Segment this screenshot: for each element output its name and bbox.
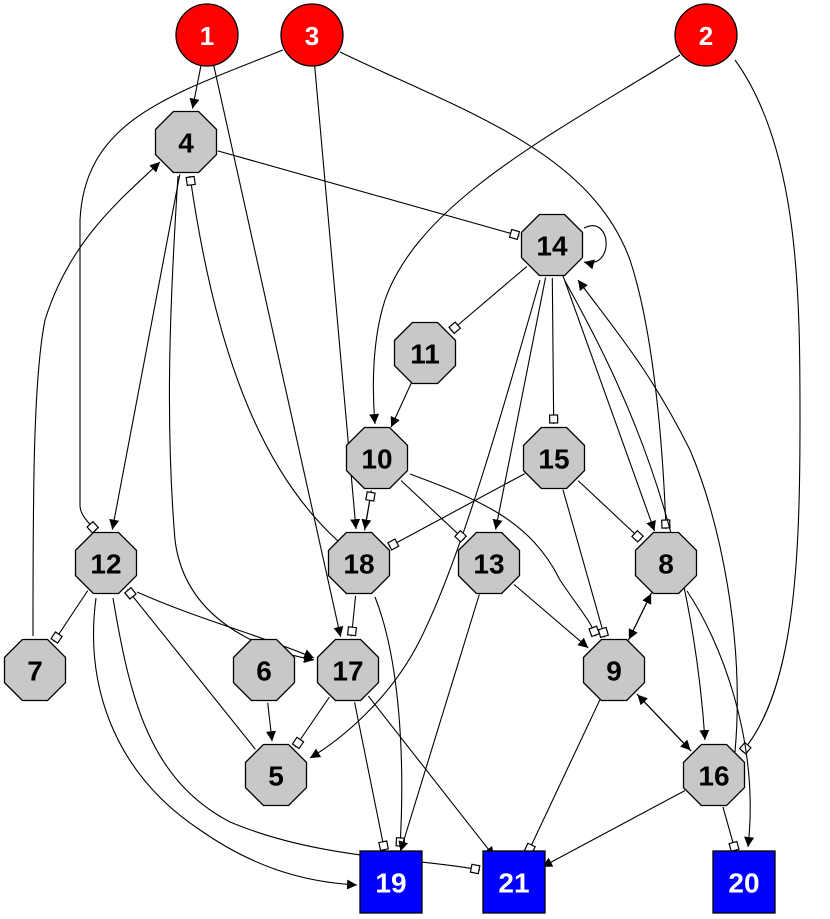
edge-16-to-21: [541, 790, 686, 868]
edge-4-to-17: [168, 175, 315, 664]
gene-node-octagon: [634, 531, 698, 595]
edge-15-to-8: [577, 480, 645, 543]
edge-14-to-11: [448, 265, 528, 335]
edge-3-to-12: [79, 49, 284, 534]
output-node-square: [482, 850, 546, 914]
edge-14-to-16: [564, 280, 710, 741]
edge-12-to-7: [50, 590, 89, 644]
gene-node-octagon: [244, 743, 308, 807]
edge-18-to-17: [346, 595, 358, 637]
input-node-circle: [175, 3, 239, 67]
gene-node-octagon: [345, 426, 409, 490]
node-10: 10: [345, 426, 409, 490]
node-4: 4: [154, 110, 218, 174]
edge-16-to-20: [722, 806, 740, 853]
output-node-square: [712, 850, 776, 914]
edge-4-to-14: [217, 150, 521, 241]
gene-node-octagon: [682, 743, 746, 807]
edge-17-to-21: [367, 695, 495, 858]
edge-13-to-9: [513, 584, 589, 649]
edge-15-to-18: [387, 473, 526, 551]
edge-14-to-8: [562, 275, 656, 532]
edge-10-to-9: [409, 473, 601, 638]
edge-14-to-5: [309, 279, 541, 759]
node-8: 8: [634, 531, 698, 595]
edge-17-to-19: [354, 702, 390, 852]
node-11: 11: [393, 321, 457, 385]
node-17: 17: [316, 638, 380, 702]
gene-node-octagon: [3, 638, 67, 702]
edge-14-to-13: [492, 277, 547, 530]
gene-node-octagon: [327, 531, 391, 595]
node-15: 15: [522, 426, 586, 490]
edge-5-to-12: [123, 586, 256, 750]
gene-node-octagon: [232, 638, 296, 702]
gene-node-octagon: [457, 531, 521, 595]
input-node-circle: [280, 3, 344, 67]
gene-node-octagon: [393, 321, 457, 385]
edge-18-to-4: [185, 175, 339, 542]
node-1: 1: [175, 3, 239, 67]
gene-node-octagon: [316, 638, 380, 702]
edge-12-to-17: [136, 591, 315, 659]
edge-13-to-19: [398, 594, 480, 852]
node-7: 7: [3, 638, 67, 702]
edge-14-to-15: [549, 277, 559, 425]
node-20: 20: [712, 850, 776, 914]
node-2: 2: [674, 3, 738, 67]
node-6: 6: [232, 638, 296, 702]
node-9: 9: [582, 638, 646, 702]
edge-3-to-8: [339, 51, 671, 530]
edge-15-to-9: [562, 489, 610, 639]
node-3: 3: [280, 3, 344, 67]
edge-layer: [32, 49, 801, 890]
edge-1-to-17: [213, 65, 344, 637]
edge-17-to-5: [291, 696, 330, 750]
gene-node-octagon: [520, 213, 584, 277]
edge-11-to-10: [390, 382, 412, 428]
edge-2-to-10: [369, 54, 681, 425]
edge-6-to-5: [265, 702, 276, 742]
edge-18-to-10: [364, 491, 376, 531]
node-13: 13: [457, 531, 521, 595]
edge-12-to-21: [112, 597, 481, 875]
input-node-circle: [674, 3, 738, 67]
edge-7-to-4: [32, 161, 161, 637]
edge-16-to-9: [637, 694, 692, 752]
node-18: 18: [327, 531, 391, 595]
gene-node-octagon: [74, 531, 138, 595]
edge-1-to-4: [189, 65, 202, 109]
edge-8-to-20: [686, 590, 755, 848]
node-14: 14: [520, 213, 584, 277]
node-19: 19: [359, 850, 423, 914]
gene-node-octagon: [154, 110, 218, 174]
edge-2-to-16: [734, 59, 801, 755]
node-12: 12: [74, 531, 138, 595]
edge-14-to-14: [583, 225, 607, 270]
gene-node-octagon: [522, 426, 586, 490]
edge-12-to-19: [93, 597, 358, 890]
edge-10-to-13: [400, 480, 468, 543]
edge-9-to-21: [523, 699, 601, 855]
edge-16-to-14: [577, 279, 738, 753]
node-16: 16: [682, 743, 746, 807]
node-5: 5: [244, 743, 308, 807]
edge-9-to-8: [627, 593, 652, 641]
edge-18-to-19: [374, 596, 406, 848]
node-21: 21: [482, 850, 546, 914]
output-node-square: [359, 850, 423, 914]
gene-node-octagon: [582, 638, 646, 702]
edge-4-to-12: [109, 174, 181, 530]
